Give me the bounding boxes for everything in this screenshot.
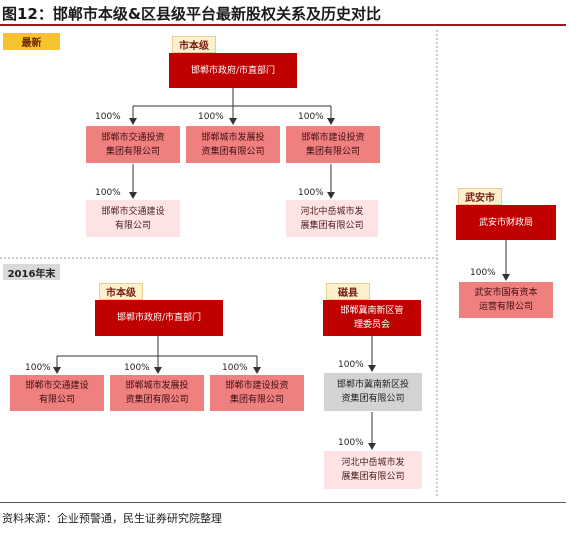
- latest-construction-investment-group-box: 邯郸市建设投资 集团有限公司: [286, 126, 380, 163]
- y2016-jinan-investment-group-box: 邯郸市冀南新区投 资集团有限公司: [324, 373, 422, 411]
- latest-urban-development-group-box: 邯郸城市发展投 资集团有限公司: [186, 126, 280, 163]
- y2016-hebei-zhongyue-box: 河北中岳城市发 展集团有限公司: [324, 451, 422, 489]
- latest-city-government-box: 邯郸市政府/市直部门: [169, 53, 297, 88]
- latest-city-level-tag: 市本级: [172, 36, 216, 53]
- title-rule: [0, 24, 566, 26]
- latest-pct-transport-construction: 100%: [95, 188, 121, 198]
- latest-pct-construction-inv: 100%: [298, 112, 324, 122]
- footer-rule: [0, 502, 566, 503]
- y2016-construction-investment-group-box: 邯郸市建设投资 集团有限公司: [210, 375, 304, 411]
- latest-hebei-zhongyue-box: 河北中岳城市发 展集团有限公司: [286, 200, 378, 237]
- wuan-pct: 100%: [470, 268, 496, 278]
- latest-transport-construction-co-box: 邯郸市交通建设 有限公司: [86, 200, 180, 237]
- latest-pct-urban-dev: 100%: [198, 112, 224, 122]
- wuan-state-capital-box: 武安市国有资本 运营有限公司: [459, 282, 553, 318]
- wuan-finance-bureau-box: 武安市财政局: [456, 205, 556, 240]
- figure-title: 图12：邯郸市本级&区县级平台最新股权关系及历史对比: [2, 5, 381, 23]
- y2016-city-government-box: 邯郸市政府/市直部门: [95, 300, 223, 336]
- y2016-transport-construction-co-box: 邯郸市交通建设 有限公司: [10, 375, 104, 411]
- y2016-city-level-tag: 市本级: [99, 283, 143, 300]
- y2016-cixian-tag: 磁县: [326, 283, 370, 300]
- y2016-pct-a: 100%: [25, 363, 51, 373]
- section-tag-latest: 最新: [3, 33, 60, 50]
- latest-transport-investment-group-box: 邯郸市交通投资 集团有限公司: [86, 126, 180, 163]
- y2016-pct-b: 100%: [124, 363, 150, 373]
- y2016-urban-development-group-box: 邯郸城市发展投 资集团有限公司: [110, 375, 204, 411]
- y2016-pct-hebei-zhongyue: 100%: [338, 438, 364, 448]
- y2016-pct-c: 100%: [222, 363, 248, 373]
- y2016-pct-jinan-inv: 100%: [338, 360, 364, 370]
- y2016-jinan-committee-box: 邯郸冀南新区管 理委员会: [323, 300, 421, 336]
- wuan-tag: 武安市: [458, 188, 502, 205]
- section-tag-2016: 2016年末: [3, 264, 60, 280]
- source-note: 资料来源：企业预警通，民生证券研究院整理: [2, 512, 222, 525]
- latest-pct-transport: 100%: [95, 112, 121, 122]
- latest-pct-hebei-zhongyue: 100%: [298, 188, 324, 198]
